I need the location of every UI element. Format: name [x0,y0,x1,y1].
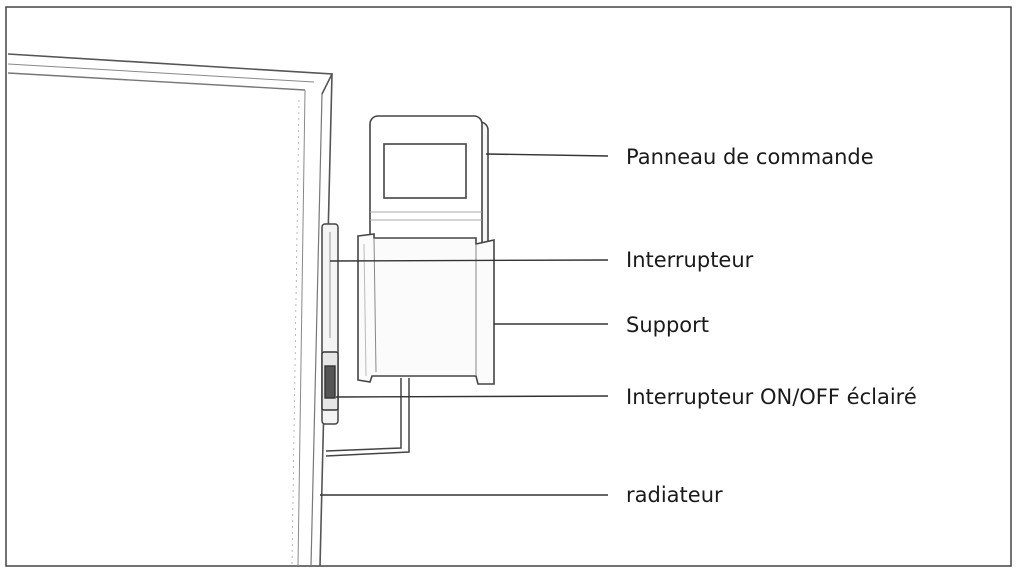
support-holder [357,233,495,385]
leader-lines [320,153,609,496]
label-switch: Interrupteur [626,248,754,272]
radiator [7,53,334,567]
label-panel: Panneau de commande [626,145,874,169]
diagram-border [5,6,1012,567]
label-support: Support [626,313,709,337]
leader-switch [329,259,609,262]
label-onoff: Interrupteur ON/OFF éclairé [626,385,917,409]
onoff-switch [321,351,339,411]
label-radiator: radiateur [626,483,723,507]
leader-panel [485,153,609,157]
cable [325,378,410,457]
display-screen [383,143,467,199]
leader-onoff [335,395,609,398]
